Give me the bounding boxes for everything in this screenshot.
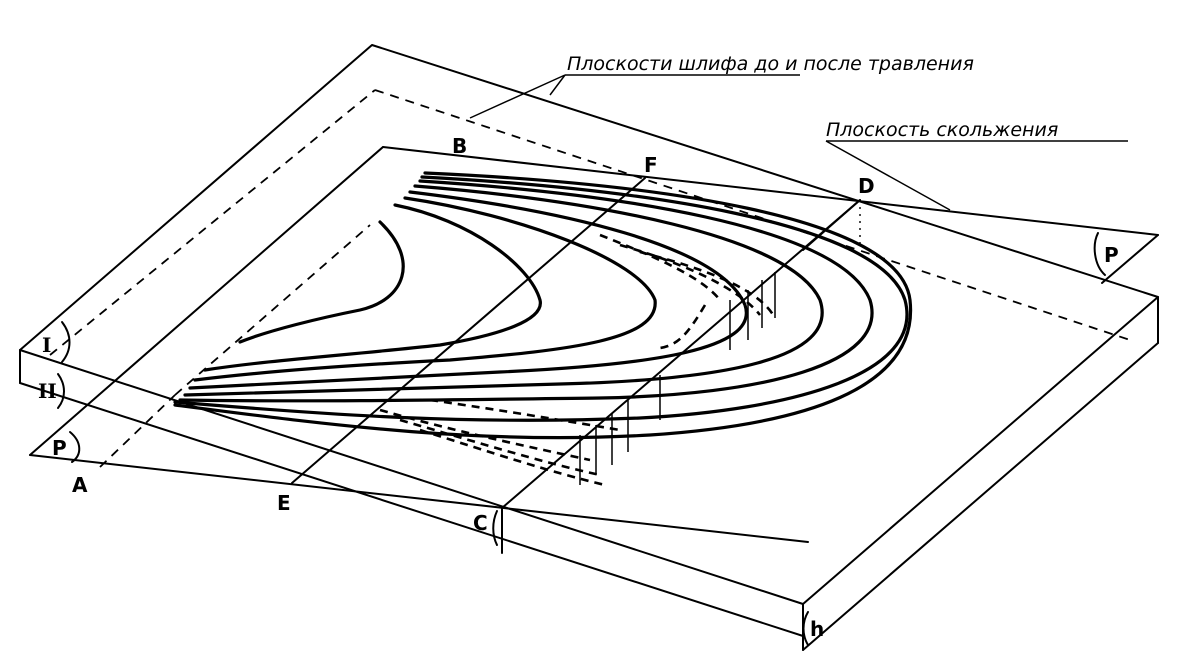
point-label-C: C (473, 511, 488, 535)
plane-mark-P-left: P (52, 436, 67, 460)
leader-lines (469, 74, 1128, 211)
plane-mark-P-right: P (1104, 243, 1119, 267)
vertical-hatching (579, 272, 776, 485)
slip-plane (29, 146, 1159, 554)
point-label-E: E (277, 491, 291, 515)
trace-lines (291, 177, 861, 509)
caption-slip-plane: Плоскость скольжения (826, 119, 1058, 141)
point-label-B: B (452, 134, 467, 158)
plane-mark-I: I (42, 333, 51, 357)
dashed-plane-outline (49, 89, 1131, 468)
point-label-F: F (644, 153, 658, 177)
thickness-mark-h: h (810, 617, 824, 641)
caption-planes-before-after: Плоскости шлифа до и после травления (567, 53, 974, 75)
angle-arcs (57, 232, 1106, 646)
section-plane-I (19, 44, 1159, 605)
plane-mark-II: II (38, 379, 57, 403)
point-label-D: D (858, 174, 875, 198)
point-label-A: A (72, 473, 88, 497)
hidden-loop-segments (379, 233, 777, 487)
dislocation-loops (173, 171, 913, 440)
